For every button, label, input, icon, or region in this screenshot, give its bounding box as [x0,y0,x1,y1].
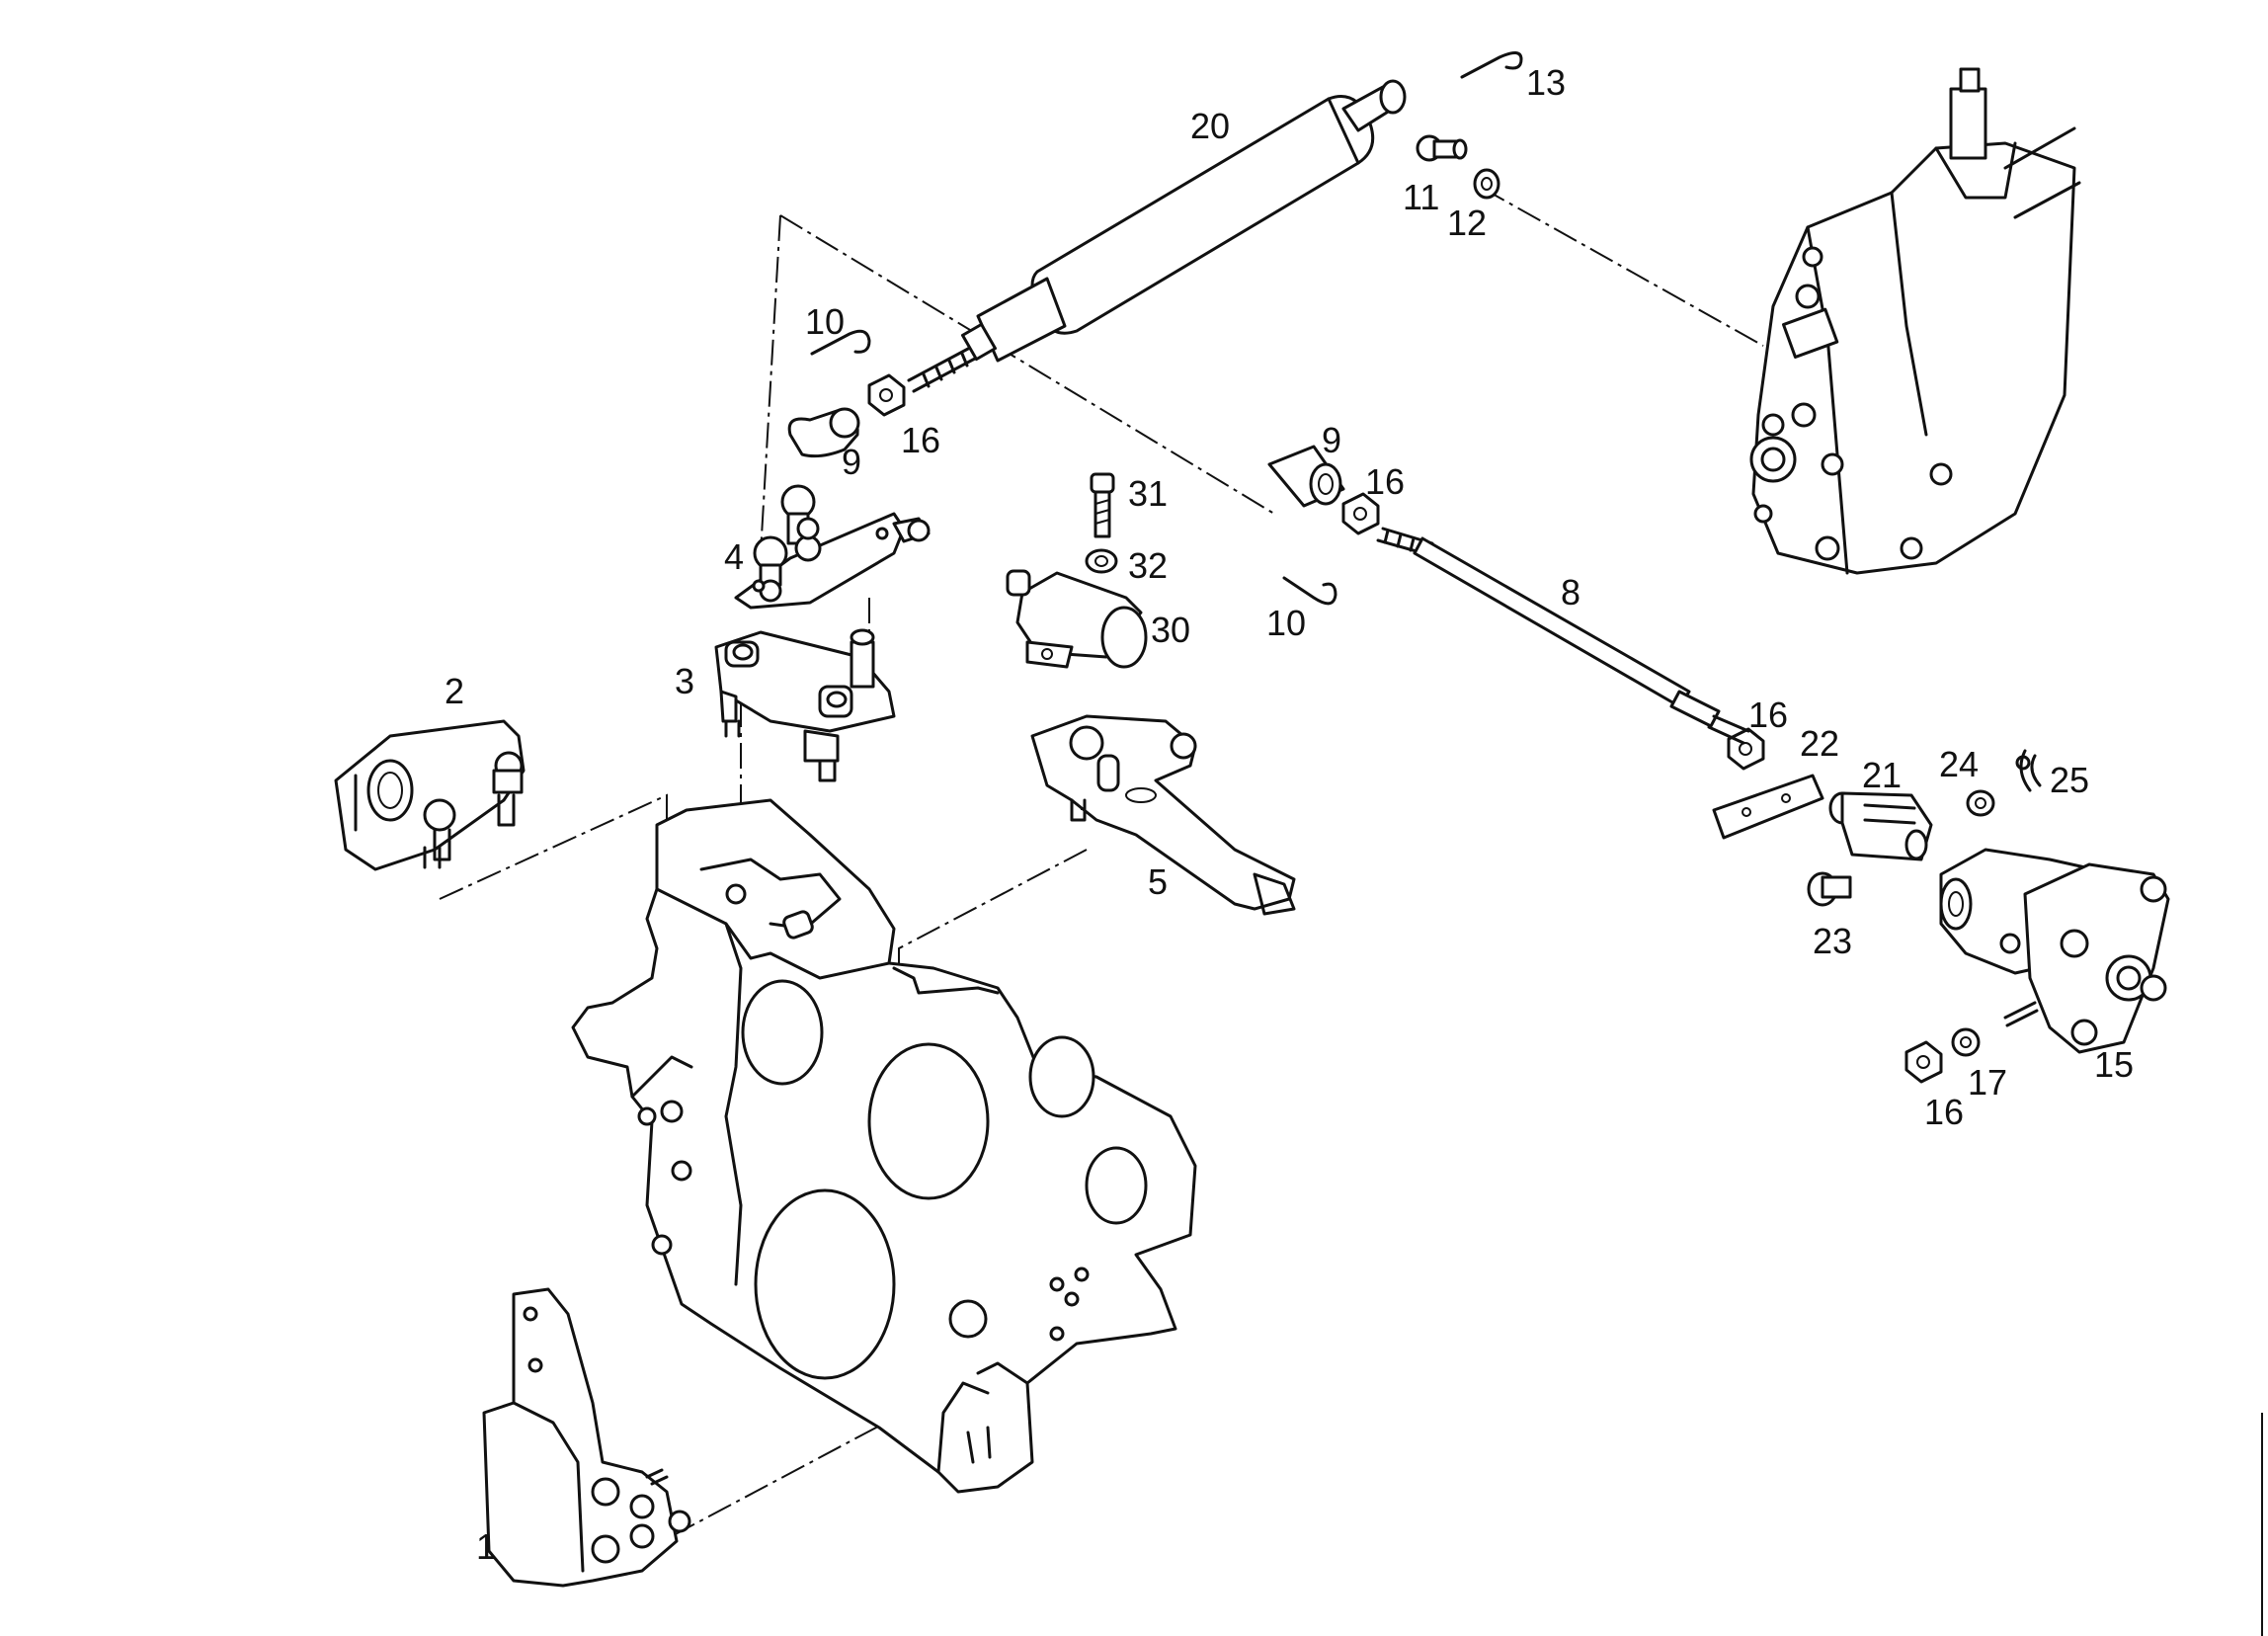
callout-23: 23 [1813,921,1852,961]
callout-9-a: 9 [842,442,861,482]
callout-16-a: 16 [901,420,940,460]
part-20-cylinder [907,79,1407,393]
part-25-split-pin [2015,749,2042,792]
part-9-rod-end-b [1267,445,1345,508]
callout-2: 2 [445,671,464,711]
part-31-bolt [1090,472,1115,538]
part-16-nut-b [1341,492,1380,535]
callout-10-upper: 10 [805,301,845,342]
callout-16-b: 16 [1365,461,1405,502]
callout-13: 13 [1526,62,1566,103]
part-17-washer [1951,1027,1981,1057]
callout-31: 31 [1128,473,1168,514]
callout-30: 30 [1151,610,1190,650]
part-16-nut-a [867,373,906,417]
callout-21: 21 [1862,755,1902,795]
part-4-bracket [734,484,931,610]
callout-22: 22 [1800,723,1839,764]
callout-5: 5 [1148,861,1168,902]
part-22-plate [1712,774,1824,840]
part-30-solenoid [1006,569,1148,669]
callout-1: 1 [476,1526,496,1567]
callout-labels: 13 20 11 12 10 16 9 9 16 31 32 4 30 10 8… [445,62,2134,1567]
callout-4: 4 [724,536,744,577]
part-32-washer [1085,548,1118,574]
injection-pump [1749,67,2081,575]
callout-24: 24 [1939,744,1979,784]
part-16-nut-c [1727,727,1765,771]
callout-25: 25 [2050,760,2089,800]
part-5-lever [1030,714,1296,916]
callout-10-lower: 10 [1266,603,1306,643]
part-10-clip-upper [810,329,871,356]
part-13-clip [1460,51,1523,79]
callout-16-c: 16 [1748,695,1788,735]
callout-9-b: 9 [1322,420,1341,460]
part-15-actuator [1939,848,2170,1054]
part-8-link-rod [1376,527,1750,745]
part-9-rod-end-a [787,407,860,458]
callout-17: 17 [1968,1062,2007,1103]
part-23-pin [1807,871,1852,907]
part-12-washer [1473,168,1500,200]
part-11-pin [1416,134,1468,162]
callout-3: 3 [675,661,694,701]
callout-12: 12 [1447,203,1487,243]
part-1-bracket [482,1287,691,1588]
part-10-clip-lower [1282,576,1337,606]
callout-8: 8 [1561,572,1580,613]
callout-15: 15 [2094,1044,2134,1085]
part-16-nut-d [1904,1040,1943,1084]
part-2-bracket [334,719,526,871]
callout-16-d: 16 [1924,1092,1964,1132]
part-21-clevis [1828,791,1933,861]
callout-20: 20 [1190,106,1230,146]
callout-32: 32 [1128,545,1168,586]
part-24-washer [1966,789,1995,817]
callout-11: 11 [1403,177,1439,217]
engine-timing-case [571,798,1197,1494]
part-3-plate [714,628,896,782]
